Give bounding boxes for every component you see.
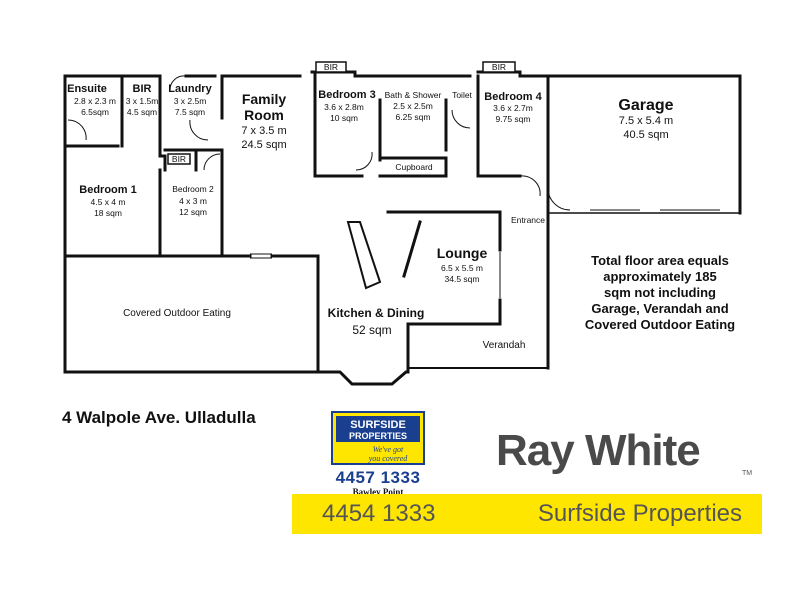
room-lounge-dims: 6.5 x 5.5 m bbox=[441, 263, 483, 273]
surfside-logo: SURFSIDE PROPERTIES We've got you covere… bbox=[331, 411, 425, 465]
note-line-4: Garage, Verandah and bbox=[591, 301, 728, 316]
badge-brand-1: SURFSIDE bbox=[350, 419, 406, 431]
badge-phone: 4457 1333 bbox=[335, 468, 421, 487]
room-bed3-name: Bedroom 3 bbox=[318, 89, 375, 101]
room-bed3-area: 10 sqm bbox=[330, 113, 358, 123]
bir-boxes bbox=[167, 61, 516, 165]
surfside-badge: SURFSIDE PROPERTIES We've got you covere… bbox=[330, 410, 426, 497]
room-garage-area: 40.5 sqm bbox=[623, 129, 668, 141]
room-bir-area: 4.5 sqm bbox=[127, 107, 157, 117]
room-bed4-area: 9.75 sqm bbox=[496, 114, 531, 124]
room-ensuite-dims: 2.8 x 2.3 m bbox=[74, 96, 116, 106]
room-family-area: 24.5 sqm bbox=[241, 139, 286, 151]
room-kitchen-area: 52 sqm bbox=[352, 323, 391, 337]
room-bath-area: 6.25 sqm bbox=[396, 112, 431, 122]
room-entrance-name: Entrance bbox=[511, 215, 545, 225]
room-lounge-area: 34.5 sqm bbox=[445, 274, 480, 284]
room-laundry-name: Laundry bbox=[168, 83, 212, 95]
room-bed3-dims: 3.6 x 2.8m bbox=[324, 102, 364, 112]
badge-slogan-1: We've got bbox=[373, 445, 404, 454]
sliding-doors bbox=[250, 209, 720, 298]
property-address: 4 Walpole Ave. Ulladulla bbox=[62, 408, 256, 427]
room-cupboard-name: Cupboard bbox=[395, 162, 433, 172]
floor-plan: Ensuite 2.8 x 2.3 m 6.5sqm BIR 3 x 1.5m … bbox=[63, 61, 742, 386]
badge-place: Bawley Point bbox=[352, 487, 404, 497]
bir-label-bed4: BIR bbox=[492, 62, 506, 72]
ray-white-tm: TM bbox=[742, 470, 753, 477]
room-verandah-name: Verandah bbox=[483, 340, 526, 351]
room-ensuite-area: 6.5sqm bbox=[81, 107, 109, 117]
room-bath-name: Bath & Shower bbox=[385, 90, 442, 100]
room-garage-dims: 7.5 x 5.4 m bbox=[619, 115, 673, 127]
room-family-name: Family bbox=[242, 91, 287, 107]
room-laundry-area: 7.5 sqm bbox=[175, 107, 205, 117]
note-line-1: Total floor area equals bbox=[591, 253, 729, 268]
bir-label-bed2: BIR bbox=[172, 154, 186, 164]
room-bir-name: BIR bbox=[133, 83, 152, 95]
room-bed2-area: 12 sqm bbox=[179, 207, 207, 217]
door-swings bbox=[67, 75, 571, 211]
room-bir-dims: 3 x 1.5m bbox=[126, 96, 159, 106]
room-bed1-area: 18 sqm bbox=[94, 208, 122, 218]
room-bed2-dims: 4 x 3 m bbox=[179, 196, 207, 206]
note-line-2: approximately 185 bbox=[603, 269, 716, 284]
room-bed4-dims: 3.6 x 2.7m bbox=[493, 103, 533, 113]
room-bed4-name: Bedroom 4 bbox=[484, 91, 542, 103]
contact-bar: 4454 1333 Surfside Properties bbox=[292, 494, 762, 534]
room-toilet-name: Toilet bbox=[452, 90, 472, 100]
room-family-name2: Room bbox=[244, 107, 284, 123]
badge-slogan-2: you covered bbox=[368, 454, 409, 463]
room-kitchen-name: Kitchen & Dining bbox=[328, 306, 425, 320]
room-bed2-name: Bedroom 2 bbox=[172, 184, 214, 194]
badge-brand-2: PROPERTIES bbox=[349, 431, 407, 441]
room-outdoor-name: Covered Outdoor Eating bbox=[123, 308, 231, 319]
room-laundry-dims: 3 x 2.5m bbox=[174, 96, 207, 106]
room-ensuite-name: Ensuite bbox=[67, 83, 107, 95]
room-bath-dims: 2.5 x 2.5m bbox=[393, 101, 433, 111]
agency-name: Surfside Properties bbox=[537, 500, 742, 527]
contact-phone: 4454 1333 bbox=[322, 500, 436, 527]
bir-label-bed3: BIR bbox=[324, 62, 338, 72]
note-line-5: Covered Outdoor Eating bbox=[585, 317, 735, 332]
room-bed1-dims: 4.5 x 4 m bbox=[91, 197, 126, 207]
ray-white-logo: Ray White bbox=[496, 426, 701, 475]
room-lounge-name: Lounge bbox=[437, 245, 488, 261]
room-bed1-name: Bedroom 1 bbox=[79, 184, 136, 196]
room-family-dims: 7 x 3.5 m bbox=[241, 125, 286, 137]
room-garage-name: Garage bbox=[618, 97, 673, 114]
note-line-3: sqm not including bbox=[604, 285, 716, 300]
